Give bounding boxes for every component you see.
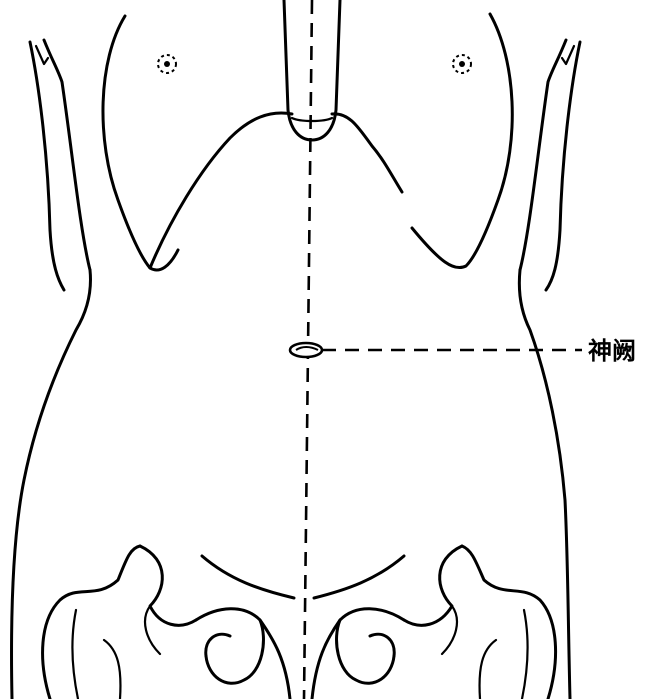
chest (103, 14, 512, 270)
left-pelvis (43, 546, 294, 699)
right-nipple (453, 55, 471, 73)
costal-arch (150, 113, 402, 268)
left-torso-outline (12, 270, 91, 699)
right-pelvis (312, 546, 556, 699)
left-arm (30, 40, 90, 290)
right-arm (520, 40, 580, 290)
acupoint-label: 神阙 (588, 337, 636, 365)
navel (290, 343, 322, 357)
left-nipple (158, 55, 176, 73)
